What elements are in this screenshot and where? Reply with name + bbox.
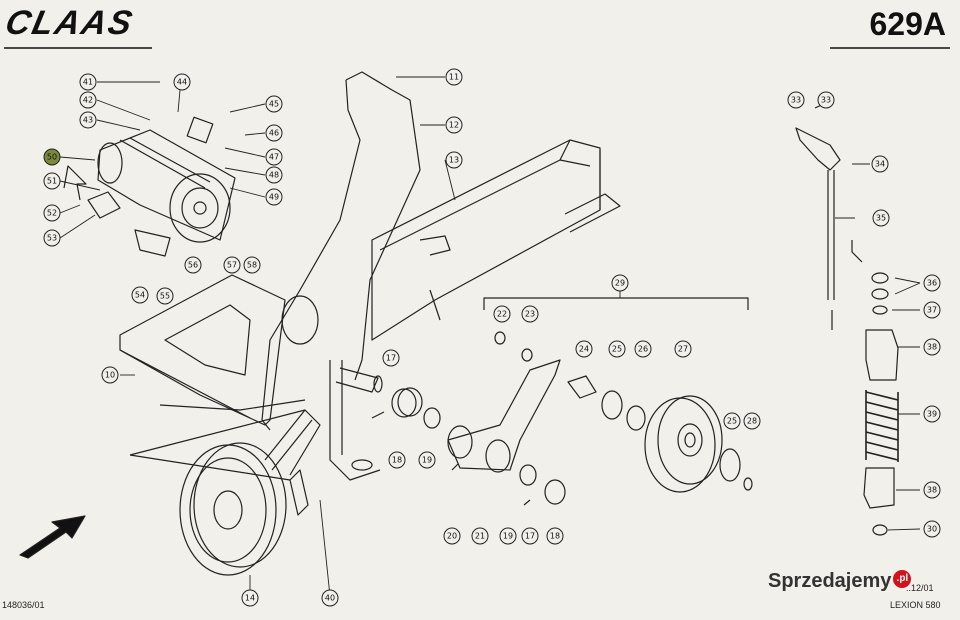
motor-assembly	[87, 116, 236, 257]
spacer-bushings	[371, 331, 566, 506]
callout-35: 35	[876, 214, 886, 223]
watermark-text: Sprzedajemy	[768, 570, 892, 592]
drawing-number: 148036/01	[2, 600, 45, 610]
bracket-lines	[129, 240, 863, 481]
bracket-arm-12	[261, 71, 421, 481]
callout-balloons	[43, 68, 941, 607]
base-plate	[119, 274, 286, 426]
callout-52: 52	[47, 209, 57, 218]
callout-46: 46	[269, 129, 279, 138]
callout-17a: 17	[386, 354, 396, 363]
frame-beam-13	[371, 139, 621, 341]
callout-20: 20	[447, 532, 457, 541]
callout-49: 49	[269, 193, 279, 202]
callout-30a: 30	[927, 525, 937, 534]
callout-19b: 19	[503, 532, 513, 541]
callout-42: 42	[83, 96, 93, 105]
callout-40: 40	[325, 594, 335, 603]
callout-54: 54	[135, 291, 145, 300]
callout-51: 51	[47, 177, 57, 186]
callout-26: 26	[638, 345, 648, 354]
callout-44: 44	[177, 78, 187, 87]
callout-53: 53	[47, 234, 57, 243]
callout-11: 11	[449, 73, 459, 82]
callout-numbers: 41 42 43 44 50 51 52 53 45 46 47 48 49 5…	[47, 73, 937, 603]
leader-lines	[59, 76, 921, 597]
callout-56: 56	[188, 261, 198, 270]
pulley-14	[179, 409, 321, 576]
callout-33b: 33	[821, 96, 831, 105]
callout-47: 47	[269, 153, 279, 162]
idler-pulley-27	[567, 375, 753, 493]
callout-25a: 25	[612, 345, 622, 354]
callout-55: 55	[160, 292, 170, 301]
callout-24: 24	[579, 345, 589, 354]
spring-rod-assembly	[795, 101, 899, 536]
callout-12: 12	[449, 121, 459, 130]
callout-10: 10	[105, 371, 115, 380]
callout-23: 23	[525, 310, 535, 319]
callout-39: 39	[927, 410, 937, 419]
callout-57: 57	[227, 261, 237, 270]
callout-50: 50	[47, 153, 57, 162]
callout-14: 14	[245, 594, 255, 603]
callout-19a: 19	[422, 456, 432, 465]
callout-34: 34	[875, 160, 885, 169]
callout-13: 13	[449, 156, 459, 165]
callout-41: 41	[83, 78, 93, 87]
callout-25b: 25	[727, 417, 737, 426]
callout-38a: 38	[927, 343, 937, 352]
callout-29: 29	[615, 279, 625, 288]
callout-36: 36	[927, 279, 937, 288]
callout-37: 37	[927, 306, 937, 315]
callout-17b: 17	[525, 532, 535, 541]
callout-18a: 18	[392, 456, 402, 465]
callout-45: 45	[269, 100, 279, 109]
callout-58: 58	[247, 261, 257, 270]
model-name: LEXION 580	[890, 600, 941, 610]
callout-38b: 38	[927, 486, 937, 495]
callout-18b: 18	[550, 532, 560, 541]
callout-22: 22	[497, 310, 507, 319]
reference-code: ..12/01	[906, 583, 934, 593]
tension-arm-21	[447, 359, 561, 473]
callout-43: 43	[83, 116, 93, 125]
callout-28: 28	[747, 417, 757, 426]
callout-21: 21	[475, 532, 485, 541]
watermark: Sprzedajemy.pl	[768, 570, 912, 593]
callout-27: 27	[678, 345, 688, 354]
callout-33a: 33	[791, 96, 801, 105]
watermark-badge: .pl	[893, 570, 912, 588]
callout-48: 48	[269, 171, 279, 180]
page-number: 629A	[869, 6, 947, 42]
direction-arrows	[19, 165, 87, 559]
